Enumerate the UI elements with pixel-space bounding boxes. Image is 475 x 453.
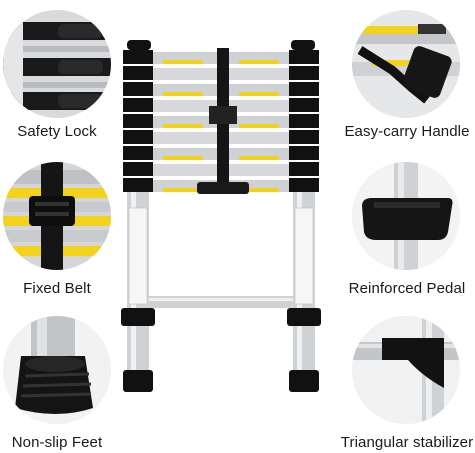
- stabilizer-closeup-image: [352, 316, 460, 424]
- carry-handle-label: Easy-carry Handle: [344, 123, 470, 140]
- belt-buckle-closeup-image: [3, 162, 111, 270]
- reinforced-pedal-label: Reinforced Pedal: [348, 280, 466, 297]
- triangular-stabilizer-label: Triangular stabilizer: [340, 434, 474, 451]
- fixed-belt-label: Fixed Belt: [23, 280, 91, 297]
- rubber-foot-closeup-image: [3, 316, 111, 424]
- pedal-closeup-image: [352, 162, 460, 270]
- safety-lock-label: Safety Lock: [17, 123, 97, 140]
- telescopic-ladder-image: [113, 40, 363, 420]
- safety-lock-closeup-image: [3, 10, 111, 118]
- non-slip-feet-label: Non-slip Feet: [11, 434, 103, 451]
- carry-handle-closeup-image: [352, 10, 460, 118]
